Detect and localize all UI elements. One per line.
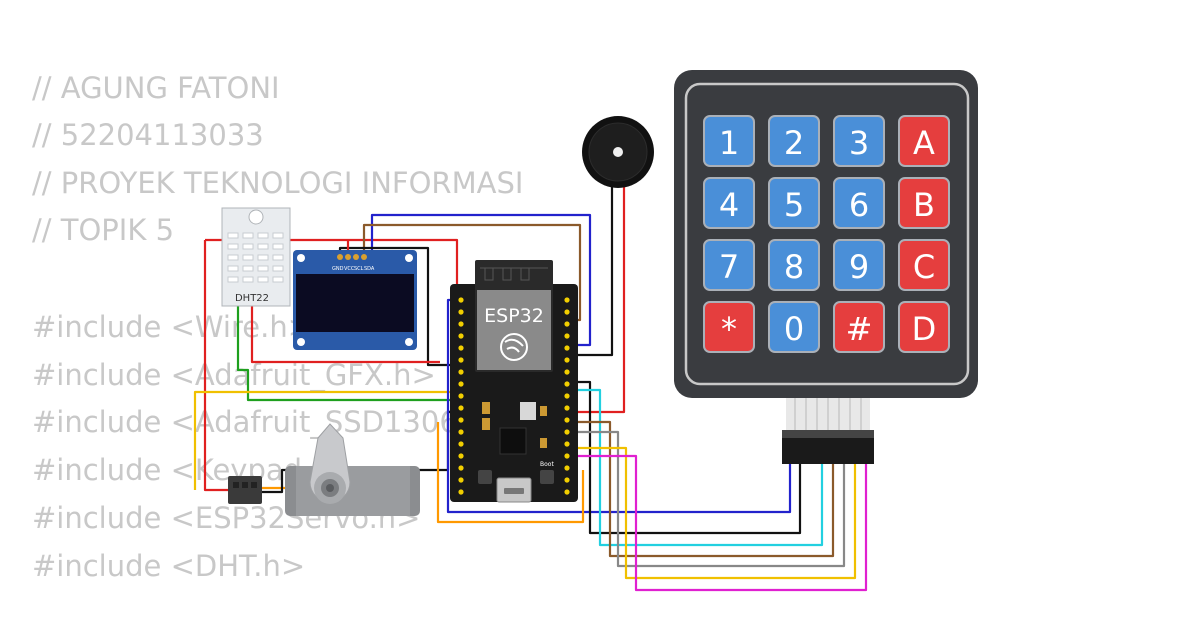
wire-orange-keypad[interactable] <box>436 422 585 524</box>
keypad-key-8[interactable]: 8 <box>768 239 820 291</box>
wire-gray-keypad[interactable] <box>570 430 846 568</box>
wire-red-dht[interactable] <box>250 305 440 364</box>
code-include-wire: #include <Wire.h> <box>32 310 313 344</box>
keypad-key-9[interactable]: 9 <box>833 239 885 291</box>
oled-pin-vcc: VCC <box>344 266 355 272</box>
keypad-key-4[interactable]: 4 <box>703 177 755 229</box>
keypad-key-label: 2 <box>784 124 804 162</box>
keypad-key-label: 5 <box>784 186 804 224</box>
wire-brown-keypad[interactable] <box>570 420 835 558</box>
espressif-logo-icon <box>500 333 528 361</box>
keypad-key-star[interactable]: * <box>703 301 755 353</box>
keypad-key-6[interactable]: 6 <box>833 177 885 229</box>
wire-green-dht[interactable] <box>236 305 458 402</box>
keypad-key-label: B <box>913 186 935 224</box>
keypad-key-label: 4 <box>719 186 739 224</box>
wire-cyan-keypad[interactable] <box>570 388 824 547</box>
keypad-key-b[interactable]: B <box>898 177 950 229</box>
buzzer[interactable] <box>582 116 654 188</box>
dht22-label: DHT22 <box>235 293 269 304</box>
code-comment-4: // TOPIK 5 <box>32 213 175 247</box>
keypad-key-c[interactable]: C <box>898 239 950 291</box>
keypad-key-label: A <box>913 124 935 162</box>
keypad-key-a[interactable]: A <box>898 115 950 167</box>
keypad-key-0[interactable]: 0 <box>768 301 820 353</box>
wire-red-buzzer[interactable] <box>570 185 626 414</box>
esp32-board[interactable]: ESP32 Boot <box>450 260 578 503</box>
wire-yellow-keypad[interactable] <box>570 446 857 580</box>
keypad[interactable]: 1 2 3 A 4 5 6 B 7 8 9 C * 0 # D <box>674 70 978 464</box>
code-comment-1: // AGUNG FATONI <box>32 71 280 105</box>
keypad-key-label: # <box>846 310 873 348</box>
code-comment-2: // 52204113033 <box>32 118 264 152</box>
servo-motor[interactable] <box>228 423 420 516</box>
keypad-key-label: C <box>913 248 935 286</box>
keypad-key-label: 8 <box>784 248 804 286</box>
oled-pin-gnd: GND <box>332 266 344 272</box>
code-include-gfx: #include <Adafruit_GFX.h> <box>32 358 436 392</box>
keypad-key-label: 1 <box>719 124 739 162</box>
keypad-key-7[interactable]: 7 <box>703 239 755 291</box>
code-comment-3: // PROYEK TEKNOLOGI INFORMASI <box>32 166 524 200</box>
esp32-boot-label: Boot <box>540 461 554 468</box>
wire-magenta-keypad[interactable] <box>570 454 868 592</box>
esp32-label: ESP32 <box>484 305 544 327</box>
wire-black-buzzer[interactable] <box>570 185 614 357</box>
dht22-sensor[interactable]: DHT22 <box>221 207 291 307</box>
keypad-key-2[interactable]: 2 <box>768 115 820 167</box>
oled-display[interactable]: GND VCC SCL SDA <box>293 250 417 350</box>
oled-pin-sda: SDA <box>364 266 375 272</box>
keypad-key-label: 3 <box>849 124 869 162</box>
keypad-key-label: D <box>912 310 937 348</box>
keypad-key-label: 0 <box>784 310 804 348</box>
keypad-key-1[interactable]: 1 <box>703 115 755 167</box>
code-include-dht: #include <DHT.h> <box>32 549 306 583</box>
keypad-key-label: 6 <box>849 186 869 224</box>
keypad-key-label: 7 <box>719 248 739 286</box>
keypad-key-d[interactable]: D <box>898 301 950 353</box>
keypad-key-3[interactable]: 3 <box>833 115 885 167</box>
keypad-key-label: * <box>721 310 737 348</box>
wire-blue-sda[interactable] <box>370 213 592 347</box>
keypad-ribbon <box>782 398 874 464</box>
keypad-key-label: 9 <box>849 248 869 286</box>
wire-black-keypad[interactable] <box>570 380 802 535</box>
wire-yellow-servo[interactable] <box>193 390 458 490</box>
oled-pin-scl: SCL <box>354 266 364 272</box>
keypad-key-hash[interactable]: # <box>833 301 885 353</box>
keypad-key-5[interactable]: 5 <box>768 177 820 229</box>
